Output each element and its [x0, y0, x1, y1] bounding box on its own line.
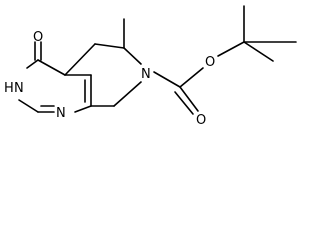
bond-o-tbutyl: [217, 41, 245, 57]
atom-carbonyl-oxygen: O: [33, 30, 43, 45]
bond-carbonyl-o-a: [179, 86, 199, 112]
atom-n7: N: [141, 67, 151, 82]
bond-carbonyl-o-b: [174, 91, 194, 115]
molecule-structure: O H N N N O O: [4, 5, 297, 128]
bond-c4a-c5: [64, 43, 96, 76]
structure-canvas: O H N N N O O: [4, 5, 297, 128]
bond-n7-c8: [113, 81, 142, 107]
bond-c4-n3: [26, 59, 39, 69]
bond-carbonyl-o-ester: [179, 67, 204, 88]
atom-n3: N: [14, 81, 24, 96]
atom-n1: N: [56, 106, 66, 121]
bond-n1-c8a: [74, 105, 92, 113]
bond-n7-carbonyl: [153, 71, 181, 88]
bond-tbutyl-me2: [243, 41, 274, 62]
atom-ester-oxygen: O: [205, 55, 215, 70]
bond-c6-n7: [123, 47, 142, 65]
bond-c4-c4a: [37, 59, 66, 76]
atom-carbonyl-oxygen-boc: O: [196, 113, 206, 128]
bond-c5-c6: [94, 43, 125, 49]
atom-n3-hydrogen: H: [4, 81, 14, 96]
bond-n3-c2: [18, 99, 39, 113]
